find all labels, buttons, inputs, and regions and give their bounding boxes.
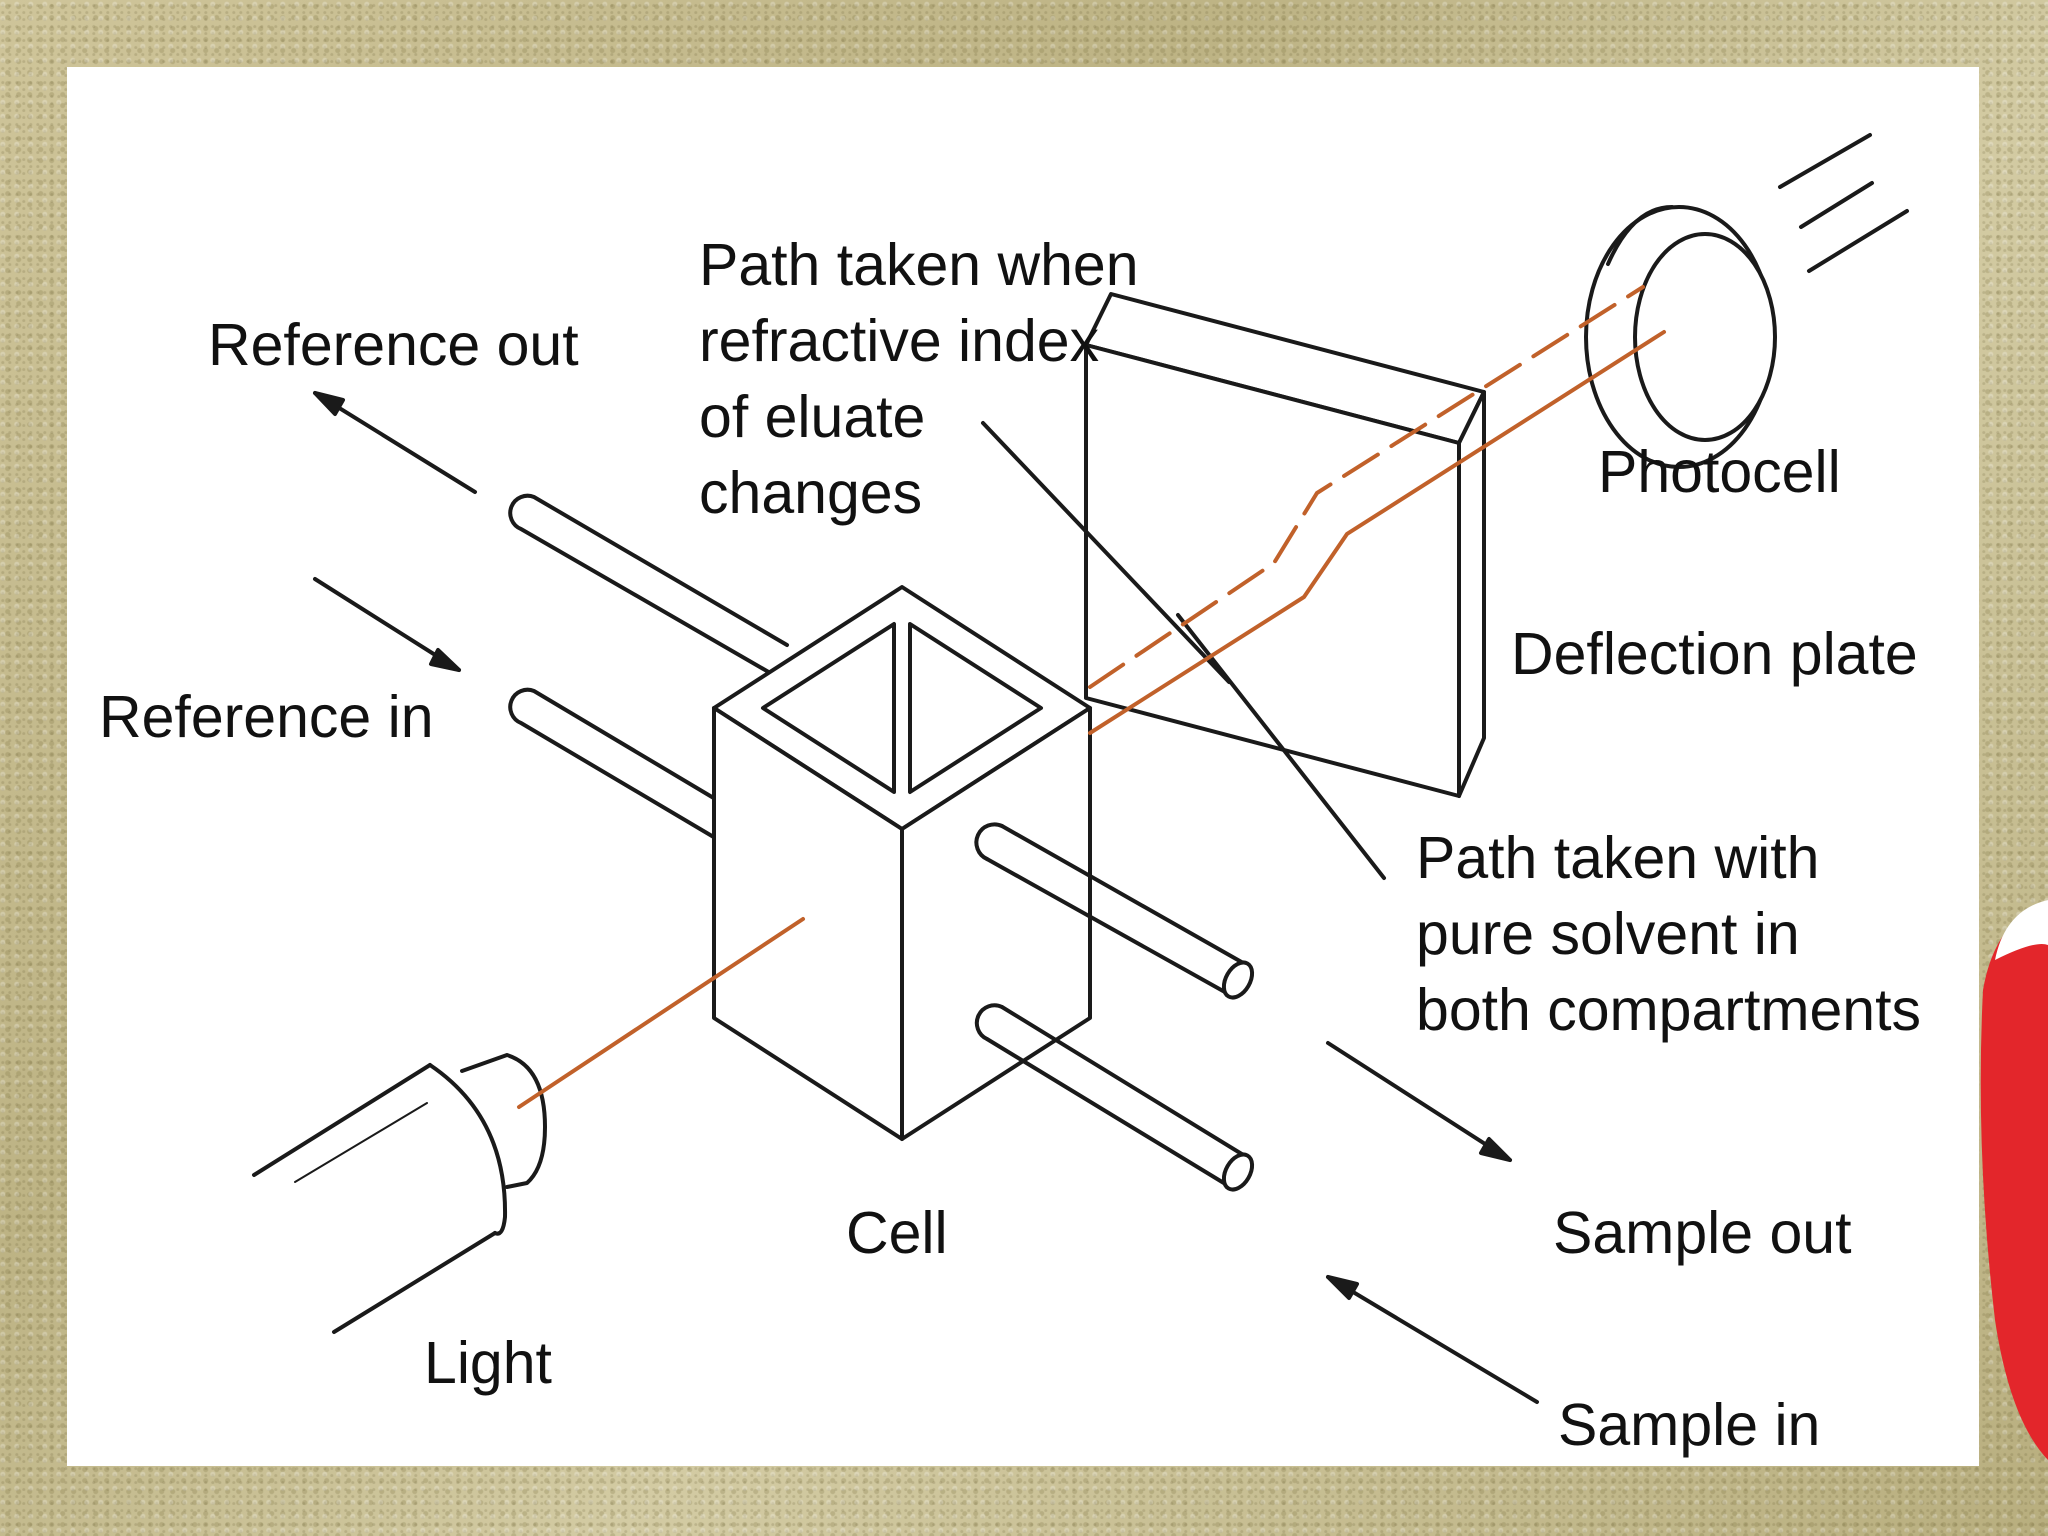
light-beam-incident [517,917,805,1109]
cell [712,585,1092,1141]
slide-panel: Reference out Reference in Path taken wh… [67,67,1979,1466]
cell-label: Cell [846,1200,948,1266]
sample-out-arrow [1326,1041,1512,1162]
path-pure-solvent-line: Path taken with [1416,825,1820,891]
deflection-plate-label: Deflection plate [1511,621,1918,687]
reference-out-label: Reference out [208,312,579,378]
sample-in-tube [974,1003,1255,1192]
sample-out-tube [974,822,1255,1000]
path-pure-solvent-line: pure solvent in [1416,901,1800,967]
red-decorative-swoosh [1980,900,2048,1460]
path-when-changes-label: Path taken when refractive index of elua… [699,227,1139,531]
path-pure-solvent-line: both compartments [1416,977,1922,1043]
light-beam-deflected [1088,285,1645,689]
path-when-changes-line: Path taken when [699,232,1139,298]
light-label: Light [424,1330,552,1396]
light-beam-pure-solvent [1088,330,1666,735]
refractive-index-detector-diagram [252,133,1909,1404]
light-source [252,1053,547,1334]
reference-in-arrow [313,577,461,672]
reference-out-tube [508,493,789,676]
reference-in-tube [508,687,719,841]
deflection-plate [1084,292,1486,798]
reference-in-label: Reference in [99,684,434,750]
path-when-changes-line: refractive index [699,308,1100,374]
sample-in-arrow [1326,1275,1539,1404]
photocell [1584,133,1909,469]
leader-line-pure-solvent [1176,613,1386,880]
leader-line-refractive-change [981,421,1231,684]
sample-in-label: Sample in [1558,1392,1821,1458]
reference-out-arrow [313,391,477,494]
path-when-changes-line: changes [699,460,923,526]
path-when-changes-line: of eluate [699,384,926,450]
sample-out-label: Sample out [1553,1200,1852,1266]
photocell-label: Photocell [1598,439,1841,505]
path-pure-solvent-label: Path taken with pure solvent in both com… [1416,820,1921,1048]
